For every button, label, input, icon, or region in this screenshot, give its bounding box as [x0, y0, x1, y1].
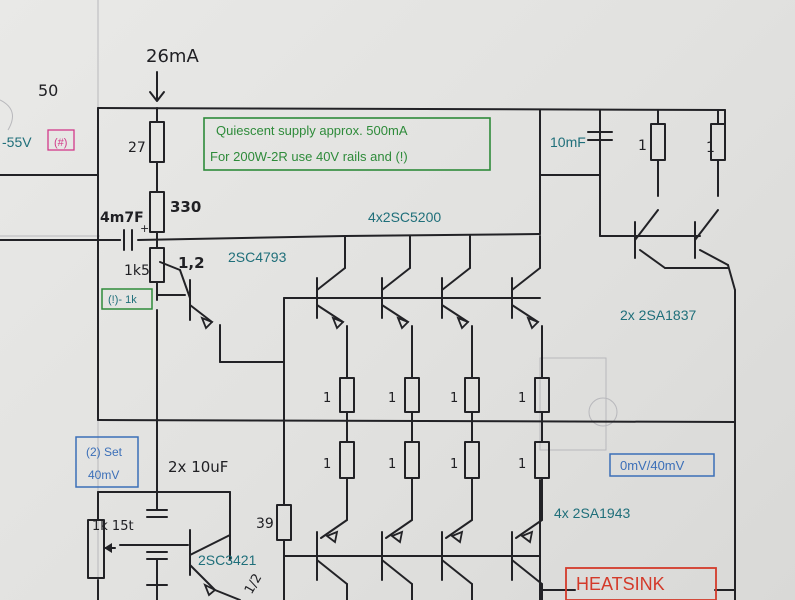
cap-4m7-label: 4m7F: [100, 210, 144, 226]
neg-rail-badge: (#): [54, 137, 67, 149]
transistor-4x2sc5200-label: 4x2SC5200: [368, 209, 441, 225]
pnp-transistor-icon-0: [325, 530, 339, 544]
npn-transistor-icon-2: [203, 583, 217, 597]
pnp-collector-leg-2: [441, 559, 473, 585]
emitter-1-d: 1: [518, 391, 526, 406]
heatsink-box: HEATSINK: [565, 567, 717, 600]
npn-collector-leg-1: [381, 267, 411, 291]
resistor-39: [276, 504, 292, 541]
pnp-emitter-leg-3: [515, 519, 543, 539]
neg-rail-label: -55V: [2, 134, 32, 150]
capacitor-10mf: [587, 109, 613, 176]
emitter-resistor-lower-1: [404, 441, 420, 479]
pnp-transistor-icon-1: [390, 530, 404, 544]
note-line-1: Quiescent supply approx. 500mA: [216, 123, 408, 138]
npn-emitter-leg-3: [511, 304, 539, 323]
capacitor-2x10uf: [146, 509, 168, 586]
r-top-1b-label: 1: [706, 140, 715, 156]
r12-label: 1,2: [178, 254, 205, 272]
r1k5-label: 1k5: [124, 263, 150, 279]
emitter-1-b: 1: [388, 391, 396, 406]
pnp-emitter-leg-2: [445, 519, 473, 539]
bottom-hand-label: 1/2: [242, 571, 265, 597]
pnp-transistor-icon-3: [520, 530, 534, 544]
set-box-line-2: 40mV: [88, 468, 119, 482]
npn-transistor-icon: [200, 316, 214, 330]
resistor-1k5: [149, 247, 165, 283]
emitter-resistor-lower-0: [339, 441, 355, 479]
note-line-2: For 200W-2R use 40V rails and (!): [210, 149, 408, 164]
npn-transistor-icon-3: [526, 316, 540, 330]
note-box: Quiescent supply approx. 500mA For 200W-…: [203, 117, 491, 171]
pnp-collector-leg-0: [316, 559, 348, 585]
fifty-label: 50: [38, 81, 58, 100]
transistor-4x2sa1943-label: 4x 2SA1943: [554, 505, 630, 521]
wires: [0, 107, 736, 600]
minus1k-box: [101, 288, 153, 310]
emitter-resistor-upper-0: [339, 377, 355, 413]
neg-rail-badge-box: [47, 129, 75, 151]
pnp-emitter-leg-0: [320, 519, 348, 539]
resistor-top-1a: [650, 123, 666, 161]
emitter-labels: 1 1 1 1 1 1 1 1: [323, 391, 526, 472]
meter-box-text: 0mV/40mV: [620, 458, 685, 473]
npn-emitter-leg-0: [316, 304, 344, 323]
pnp-collector-leg-3: [511, 559, 543, 585]
emitter-2-c: 1: [450, 457, 458, 472]
down-arrow-icon: [149, 71, 165, 102]
npn-transistor-icon-1: [396, 316, 410, 330]
transistor-2sc4793-label: 2SC4793: [228, 249, 287, 265]
resistor-27: [149, 121, 165, 163]
cap-10mf-label: 10mF: [550, 134, 586, 150]
cap-2x10uf-label: 2x 10uF: [168, 458, 228, 476]
r39-label: 39: [256, 516, 274, 532]
npn-collector-leg-2: [441, 267, 471, 291]
paper-artifacts: [0, 0, 618, 600]
resistor-top-1b: [710, 123, 726, 161]
emitter-resistor-upper-2: [464, 377, 480, 413]
minus1k-label: (!)- 1k: [108, 294, 137, 306]
r27-label: 27: [128, 140, 146, 156]
resistor-330: [149, 191, 165, 233]
set-box: (2) Set 40mV: [75, 436, 139, 488]
plus-label: +: [140, 222, 149, 235]
r330-label: 330: [170, 198, 201, 216]
capacitors: [123, 109, 613, 586]
current-label: 26mA: [146, 46, 199, 67]
emitter-resistor-upper-1: [404, 377, 420, 413]
capacitor-4m7: [123, 229, 133, 251]
emitter-2-b: 1: [388, 457, 396, 472]
transistor-2sc3421-label: 2SC3421: [198, 552, 257, 568]
npn-emitter-leg-2: [441, 304, 469, 323]
emitter-2-a: 1: [323, 457, 331, 472]
r-top-1a-label: 1: [638, 138, 647, 154]
emitter-2-d: 1: [518, 457, 526, 472]
emitter-resistor-lower-2: [464, 441, 480, 479]
labels: 26mA 50 -55V (#) 27 330 4m7F + 1k5 1,2 (…: [2, 46, 715, 597]
trimmer-icon: [87, 519, 116, 579]
transistor-2x2sa1837-label: 2x 2SA1837: [620, 307, 696, 323]
pnp-transistor-icon-2: [450, 530, 464, 544]
set-box-line-1: (2) Set: [86, 445, 123, 459]
npn-collector-leg-3: [511, 267, 541, 291]
resistors: [149, 121, 726, 541]
output-transistors: [316, 235, 543, 600]
npn-transistor-icon-0: [331, 316, 345, 330]
emitter-1-a: 1: [323, 391, 331, 406]
meter-box: 0mV/40mV: [609, 453, 715, 477]
npn-emitter-leg-1: [381, 304, 409, 323]
pnp-emitter-leg-1: [385, 519, 413, 539]
emitter-resistor-upper-3: [534, 377, 550, 413]
npn-transistor-icon-2: [456, 316, 470, 330]
emitter-resistor-columns: [339, 377, 550, 521]
npn-collector-leg-0: [316, 267, 346, 291]
heatsink-text: HEATSINK: [576, 574, 665, 594]
emitter-resistor-lower-3: [534, 441, 550, 479]
pnp-collector-leg-1: [381, 559, 413, 585]
trimmer-label: 1k 15t: [92, 519, 134, 534]
emitter-1-c: 1: [450, 391, 458, 406]
